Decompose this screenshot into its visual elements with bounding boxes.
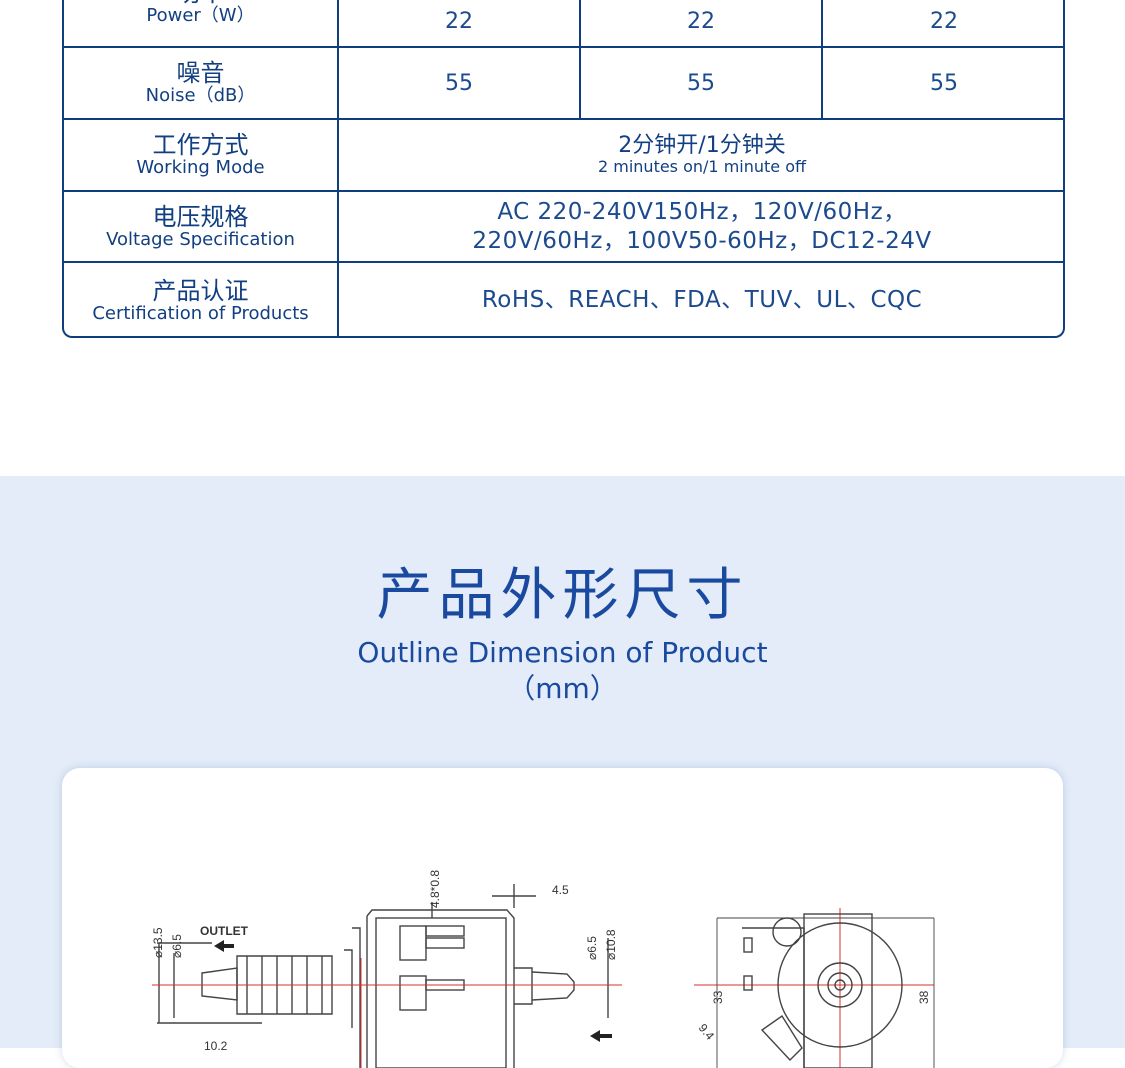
- outlet-arrow-icon: [214, 940, 234, 952]
- voltage-line-1: AC 220-240V150Hz，120V/60Hz，: [497, 198, 907, 225]
- dimension-section: 产品外形尺寸 Outline Dimension of Product （mm）: [0, 476, 1125, 1068]
- row-label-cell: 产品认证 Certification of Products: [64, 263, 339, 336]
- value-cell: 55: [339, 48, 581, 118]
- dim-label: ⌀10.8: [604, 929, 618, 960]
- centerlines: [152, 908, 934, 1068]
- inlet-arrow-icon: [590, 1030, 612, 1042]
- row-label-cell: 功率 Power（W）: [64, 0, 339, 46]
- value-cell: 22: [339, 0, 581, 46]
- dimension-labels: OUTLET ⌀13.5 ⌀6.5 4.8*0.8 4.5 ⌀6.5 ⌀10.8…: [151, 870, 931, 1053]
- dim-label: 10.2: [204, 1039, 228, 1053]
- value-cell: 55: [581, 48, 823, 118]
- row-label-zh: 功率: [177, 0, 225, 6]
- working-mode-zh: 2分钟开/1分钟关: [618, 133, 786, 158]
- unit-label: （mm）: [507, 672, 618, 705]
- table-row-noise: 噪音 Noise（dB） 55 55 55: [64, 48, 1063, 120]
- drawing-card: OUTLET ⌀13.5 ⌀6.5 4.8*0.8 4.5 ⌀6.5 ⌀10.8…: [62, 768, 1063, 1068]
- value-cell-span: RoHS、REACH、FDA、TUV、UL、CQC: [339, 263, 1063, 336]
- flow-arrows: [214, 940, 612, 1042]
- spec-table: 功率 Power（W） 22 22 22 噪音 Noise（dB） 55 55 …: [62, 0, 1065, 338]
- voltage-line-2: 220V/60Hz，100V50-60Hz，DC12-24V: [472, 227, 932, 254]
- section-title: 产品外形尺寸: [376, 563, 749, 628]
- value-cell-span: 2分钟开/1分钟关 2 minutes on/1 minute off: [339, 120, 1063, 190]
- table-row-certification: 产品认证 Certification of Products RoHS、REAC…: [64, 263, 1063, 336]
- table-row-voltage: 电压规格 Voltage Specification AC 220-240V15…: [64, 192, 1063, 263]
- dim-label: ⌀13.5: [151, 927, 165, 958]
- table-row-working-mode: 工作方式 Working Mode 2分钟开/1分钟关 2 minutes on…: [64, 120, 1063, 192]
- row-label-en: Voltage Specification: [106, 228, 295, 250]
- pump-end-view: [716, 913, 935, 1068]
- value-cell-span: AC 220-240V150Hz，120V/60Hz， 220V/60Hz，10…: [339, 192, 1063, 261]
- row-label-en: Noise（dB）: [145, 85, 256, 106]
- table-row-power: 功率 Power（W） 22 22 22: [64, 0, 1063, 48]
- section-subtitle: Outline Dimension of Product: [357, 636, 768, 669]
- technical-drawing: OUTLET ⌀13.5 ⌀6.5 4.8*0.8 4.5 ⌀6.5 ⌀10.8…: [151, 870, 935, 1068]
- dim-label: 9.4: [696, 1021, 718, 1043]
- certification-value: RoHS、REACH、FDA、TUV、UL、CQC: [481, 287, 923, 313]
- row-label-zh: 电压规格: [152, 202, 249, 231]
- dim-label: ⌀6.5: [585, 936, 599, 960]
- dim-label: 33: [711, 990, 725, 1004]
- outlet-label: OUTLET: [200, 924, 249, 938]
- row-label-cell: 工作方式 Working Mode: [64, 120, 339, 190]
- value-cell: 22: [930, 8, 958, 34]
- dim-label: 4.5: [552, 883, 569, 897]
- row-label-en: Working Mode: [136, 157, 265, 178]
- row-label-zh: 噪音: [176, 59, 225, 87]
- row-label-cell: 噪音 Noise（dB）: [64, 48, 339, 118]
- value-cell: 22: [581, 0, 823, 46]
- row-label-en: Power（W）: [146, 5, 255, 26]
- dim-label: 4.8*0.8: [428, 870, 442, 908]
- row-label-en: Certification of Products: [92, 302, 309, 324]
- dim-label: ⌀6.5: [170, 934, 184, 958]
- working-mode-en: 2 minutes on/1 minute off: [597, 157, 807, 176]
- dim-label: 38: [917, 990, 931, 1004]
- row-label-zh: 产品认证: [152, 276, 249, 305]
- row-label-zh: 工作方式: [152, 131, 249, 159]
- value-cell: 55: [930, 70, 958, 96]
- row-label-cell: 电压规格 Voltage Specification: [64, 192, 339, 261]
